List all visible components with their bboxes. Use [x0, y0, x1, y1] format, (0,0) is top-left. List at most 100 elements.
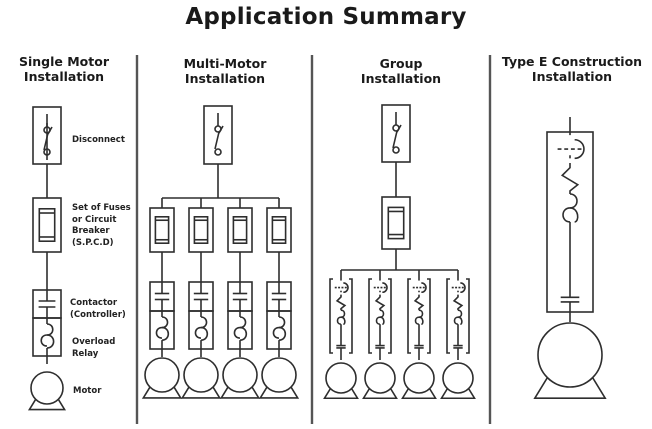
- motor-icon: [533, 322, 607, 399]
- motor-body: [144, 357, 180, 393]
- heater-element: [452, 294, 464, 311]
- label-line: Contactor: [70, 298, 118, 308]
- fuse-enclosure: [227, 207, 253, 253]
- motor-icon: [141, 357, 183, 399]
- heading-line-1: Single Motor: [18, 54, 109, 69]
- motor-icon: [27, 371, 67, 411]
- label-motor: Motor: [73, 386, 101, 398]
- heading-line-1: Group: [379, 56, 423, 71]
- switch-blade: [214, 131, 220, 150]
- motor-base: [27, 398, 67, 411]
- overload-coil: [569, 207, 579, 223]
- combination-starter-icon: [546, 131, 594, 313]
- overload-coil: [418, 316, 424, 326]
- label-line: Motor: [73, 386, 102, 396]
- motor-body: [30, 371, 64, 405]
- overload-coil: [200, 326, 209, 341]
- combination-starter-icon: [407, 278, 431, 354]
- starter-bracket: [466, 278, 470, 354]
- label-line: (Controller): [70, 309, 126, 320]
- starter-bracket: [427, 278, 431, 354]
- fuse-enclosure: [188, 207, 214, 253]
- motor-base: [362, 388, 398, 400]
- heater-element: [413, 294, 425, 311]
- disconnect-switch-icon: [32, 106, 62, 165]
- heading-line-1: Type E Construction: [501, 54, 643, 69]
- label-line: Breaker: [72, 226, 110, 236]
- starter-bracket: [368, 278, 372, 354]
- overload-coil: [379, 316, 385, 326]
- fuse-element: [154, 216, 170, 245]
- schematic-drawing: [27, 104, 607, 411]
- label-line: or Circuit: [72, 214, 117, 225]
- label-line: Relay: [72, 348, 99, 359]
- motor-base: [141, 386, 183, 399]
- switch-terminal: [43, 148, 51, 156]
- motor-icon: [323, 362, 359, 400]
- contactor-overload-icon: [266, 281, 292, 350]
- type-e-schematic: [533, 117, 607, 399]
- starter-bracket: [349, 278, 353, 354]
- motor-body: [325, 362, 357, 394]
- contactor-overload-icon: [188, 281, 214, 350]
- switch-terminal: [392, 146, 400, 154]
- group-motor-branch: [440, 270, 476, 400]
- contactor-overload-icon: [227, 281, 253, 350]
- column-heading-single-motor: Single Motor Installation: [0, 54, 128, 84]
- motor-icon: [219, 357, 261, 399]
- switch-terminal: [214, 148, 222, 156]
- fuse-breaker-icon: [381, 196, 411, 250]
- motor-base: [219, 386, 261, 399]
- motor-body: [261, 357, 297, 393]
- fuse-element: [387, 206, 405, 240]
- fuse-enclosure: [32, 197, 62, 253]
- heading-line-1: Multi-Motor: [183, 56, 267, 71]
- group-motor-branch: [362, 270, 398, 400]
- column-heading-multi-motor: Multi-Motor Installation: [140, 56, 310, 86]
- motor-base: [440, 388, 476, 400]
- label-contactor: Contactor (Controller): [70, 298, 126, 321]
- motor-base: [533, 377, 607, 399]
- switch-blade: [47, 126, 53, 135]
- multi-motor-branch: [258, 198, 300, 399]
- heading-line-2: Installation: [360, 71, 442, 86]
- heater-element: [374, 294, 386, 311]
- motor-body: [537, 322, 603, 388]
- fuse-element: [38, 208, 56, 243]
- motor-body: [403, 362, 435, 394]
- combination-starter-icon: [446, 278, 470, 354]
- multi-motor-branch: [219, 198, 261, 399]
- fuse-enclosure: [149, 207, 175, 253]
- column-heading-type-e: Type E Construction Installation: [492, 54, 652, 84]
- overload-coil: [46, 334, 55, 349]
- disconnect-switch-icon: [381, 104, 411, 163]
- overload-coil: [340, 316, 346, 326]
- fuse-breaker-icon: [266, 207, 292, 253]
- label-line: Disconnect: [72, 135, 125, 145]
- label-line: Set of Fuses: [72, 203, 131, 213]
- heading-line-2: Installation: [531, 69, 613, 84]
- fuse-enclosure: [381, 196, 411, 250]
- breaker-arc: [460, 282, 466, 294]
- overload-coil: [161, 326, 170, 341]
- label-line: Overload: [72, 337, 116, 347]
- combination-starter-icon: [368, 278, 392, 354]
- breaker-arc: [382, 282, 388, 294]
- fuse-element: [193, 216, 209, 245]
- group-motor-branch: [323, 270, 359, 400]
- fuse-breaker-icon: [149, 207, 175, 253]
- fuse-element: [232, 216, 248, 245]
- switch-blade: [43, 132, 49, 151]
- motor-base: [180, 386, 222, 399]
- heading-line-2: Installation: [23, 69, 105, 84]
- fuse-enclosure: [266, 207, 292, 253]
- contactor-overload-icon: [32, 289, 62, 357]
- motor-icon: [180, 357, 222, 399]
- switch-blade: [392, 130, 398, 149]
- motor-icon: [258, 357, 300, 399]
- motor-body: [364, 362, 396, 394]
- starter-bracket: [388, 278, 392, 354]
- heater-element: [335, 294, 347, 311]
- overload-coil: [278, 326, 287, 341]
